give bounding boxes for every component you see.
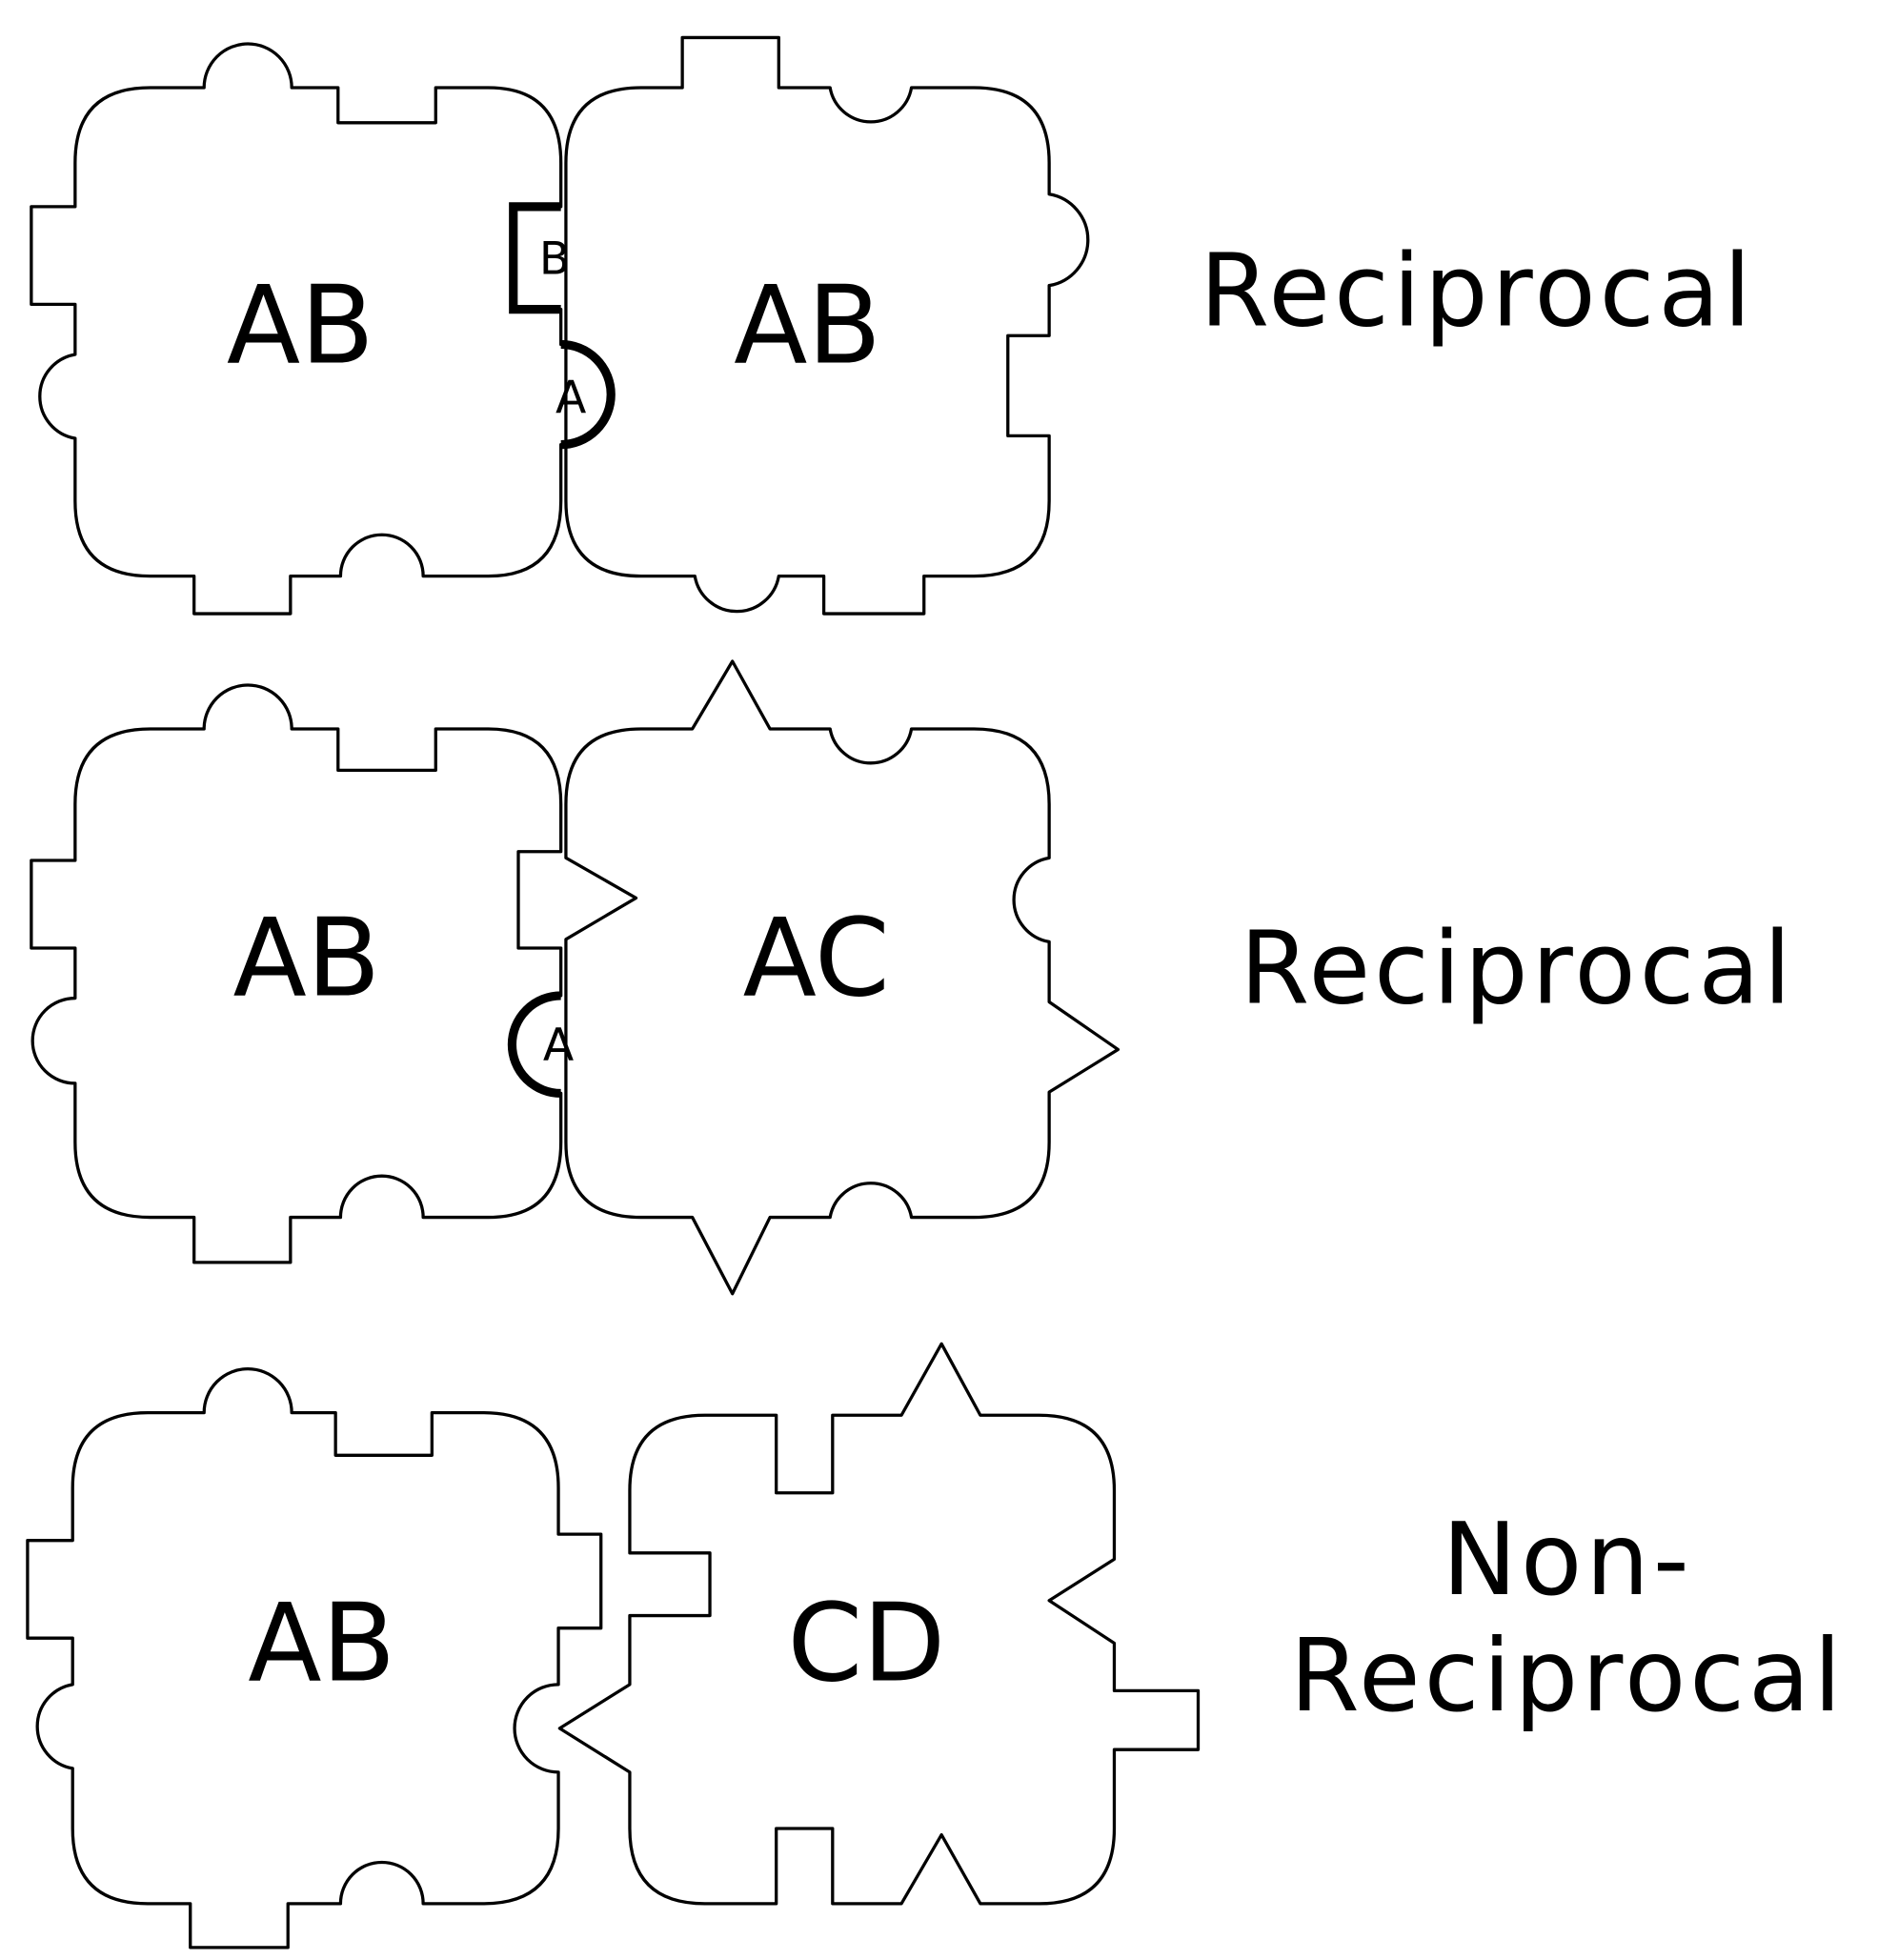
piece-row3-left [26,1366,603,1950]
knob-a-highlight [560,339,616,450]
piece-label-left: AB [233,895,381,1020]
caption-reciprocal-1: Reciprocal [1200,232,1755,349]
row-3: AB CD Non- Reciprocal [26,1342,1846,1950]
caption-non-reciprocal: Reciprocal [1290,1617,1846,1734]
piece-row3-right [557,1342,1201,1906]
piece-label-right: AC [743,895,890,1020]
piece-label-right: AB [734,263,881,389]
piece-label-right: CD [787,1580,945,1706]
piece-row2-right [564,659,1121,1296]
caption-non: Non- [1442,1501,1692,1618]
piece-row1-right [564,35,1090,616]
socket-a-highlight [507,991,561,1099]
socket-b-highlight [509,202,561,314]
marker-b: B [539,233,570,286]
marker-a: A [555,372,586,424]
caption-reciprocal-2: Reciprocal [1240,910,1795,1027]
marker-a: A [543,1020,574,1072]
piece-label-left: AB [227,263,374,389]
piece-label-left: AB [248,1580,395,1706]
row-1: AB AB B A Reciprocal [30,35,1755,616]
row-2: AB AC A Reciprocal [30,659,1795,1296]
